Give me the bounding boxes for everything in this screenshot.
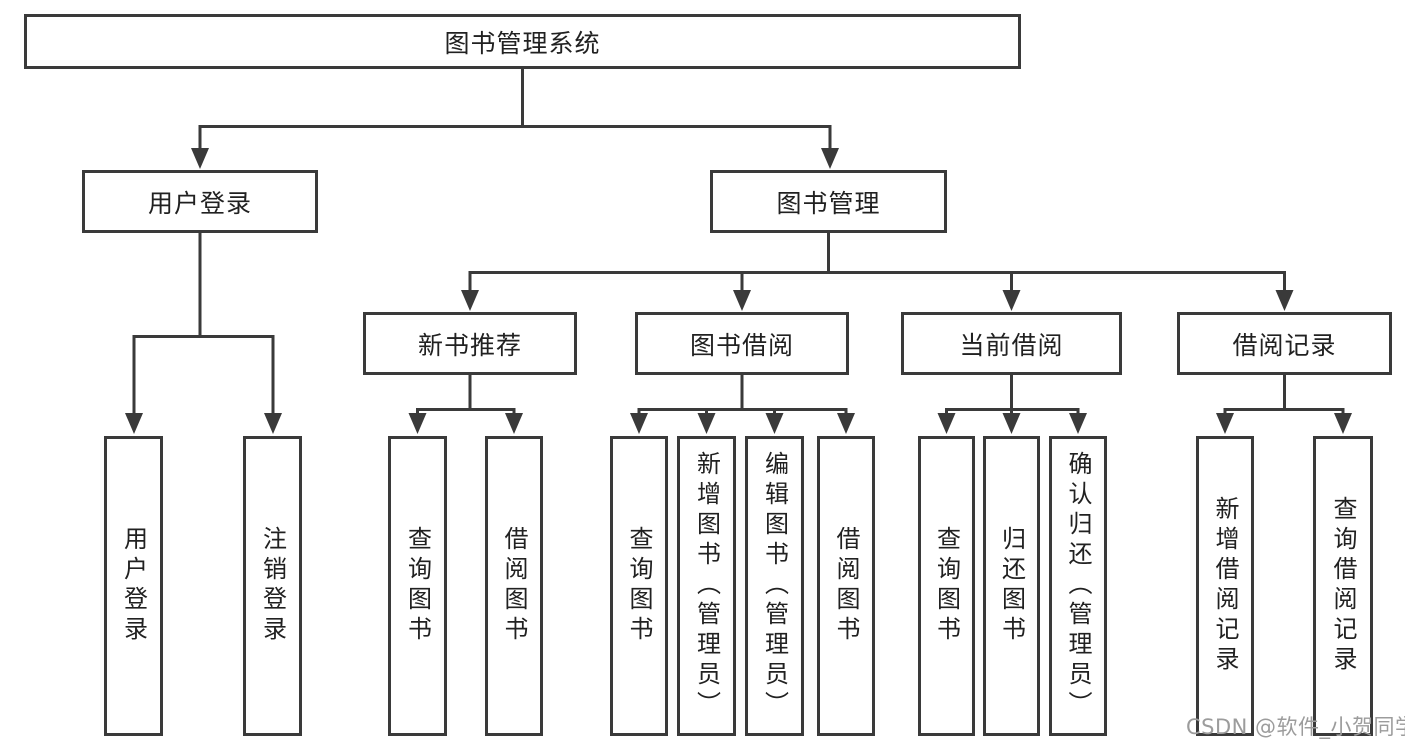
node-label: 用户登录: [147, 188, 252, 218]
node-query-books-recommendation: 查询图书: [388, 436, 447, 736]
node-label: 新书推荐: [417, 330, 522, 360]
node-user-login: 用户登录: [82, 170, 318, 233]
node-borrow-books-recommendation: 借阅图书: [485, 436, 543, 736]
node-label: 图书管理系统: [444, 28, 601, 58]
arrowheads: [125, 148, 1352, 434]
node-label: 用户登录: [119, 526, 148, 646]
node-label: 注销登录: [258, 526, 287, 646]
node-add-borrowing-record: 新增借阅记录: [1196, 436, 1254, 736]
node-query-borrowing-record: 查询借阅记录: [1313, 436, 1373, 736]
node-user-login-leaf: 用户登录: [104, 436, 163, 736]
node-logout-leaf: 注销登录: [243, 436, 302, 736]
node-library-management-system: 图书管理系统: [24, 14, 1021, 69]
node-book-borrowing: 图书借阅: [635, 312, 849, 375]
node-add-books-admin: 新增图书（管理员）: [677, 436, 736, 736]
node-return-books: 归还图书: [983, 436, 1040, 736]
node-label: 确认归还（管理员）: [1064, 451, 1092, 721]
node-label: 归还图书: [997, 526, 1026, 646]
node-label: 当前借阅: [959, 330, 1064, 360]
node-query-books-current: 查询图书: [918, 436, 975, 736]
node-current-borrowing: 当前借阅: [901, 312, 1122, 375]
node-label: 新增图书（管理员）: [692, 451, 721, 721]
node-label: 查询图书: [932, 526, 961, 646]
node-borrowing-records: 借阅记录: [1177, 312, 1392, 375]
node-label: 查询借阅记录: [1329, 496, 1357, 676]
csdn-watermark: CSDN @软件_小贺同学: [1186, 715, 1405, 739]
node-label: 借阅图书: [500, 526, 528, 646]
node-edit-books-admin: 编辑图书（管理员）: [745, 436, 804, 736]
node-borrow-books-borrowing: 借阅图书: [817, 436, 875, 736]
node-label: 借阅图书: [832, 526, 860, 646]
node-confirm-return-admin: 确认归还（管理员）: [1049, 436, 1107, 736]
node-book-management: 图书管理: [710, 170, 947, 233]
node-query-books-borrowing: 查询图书: [610, 436, 668, 736]
node-label: 查询图书: [625, 526, 653, 646]
node-label: 查询图书: [403, 526, 432, 646]
node-label: 新增借阅记录: [1211, 496, 1239, 676]
node-label: 图书借阅: [689, 330, 794, 360]
node-label: 图书管理: [776, 188, 881, 218]
node-label: 借阅记录: [1232, 330, 1337, 360]
node-new-book-recommendation: 新书推荐: [363, 312, 577, 375]
node-label: 编辑图书（管理员）: [760, 451, 789, 721]
